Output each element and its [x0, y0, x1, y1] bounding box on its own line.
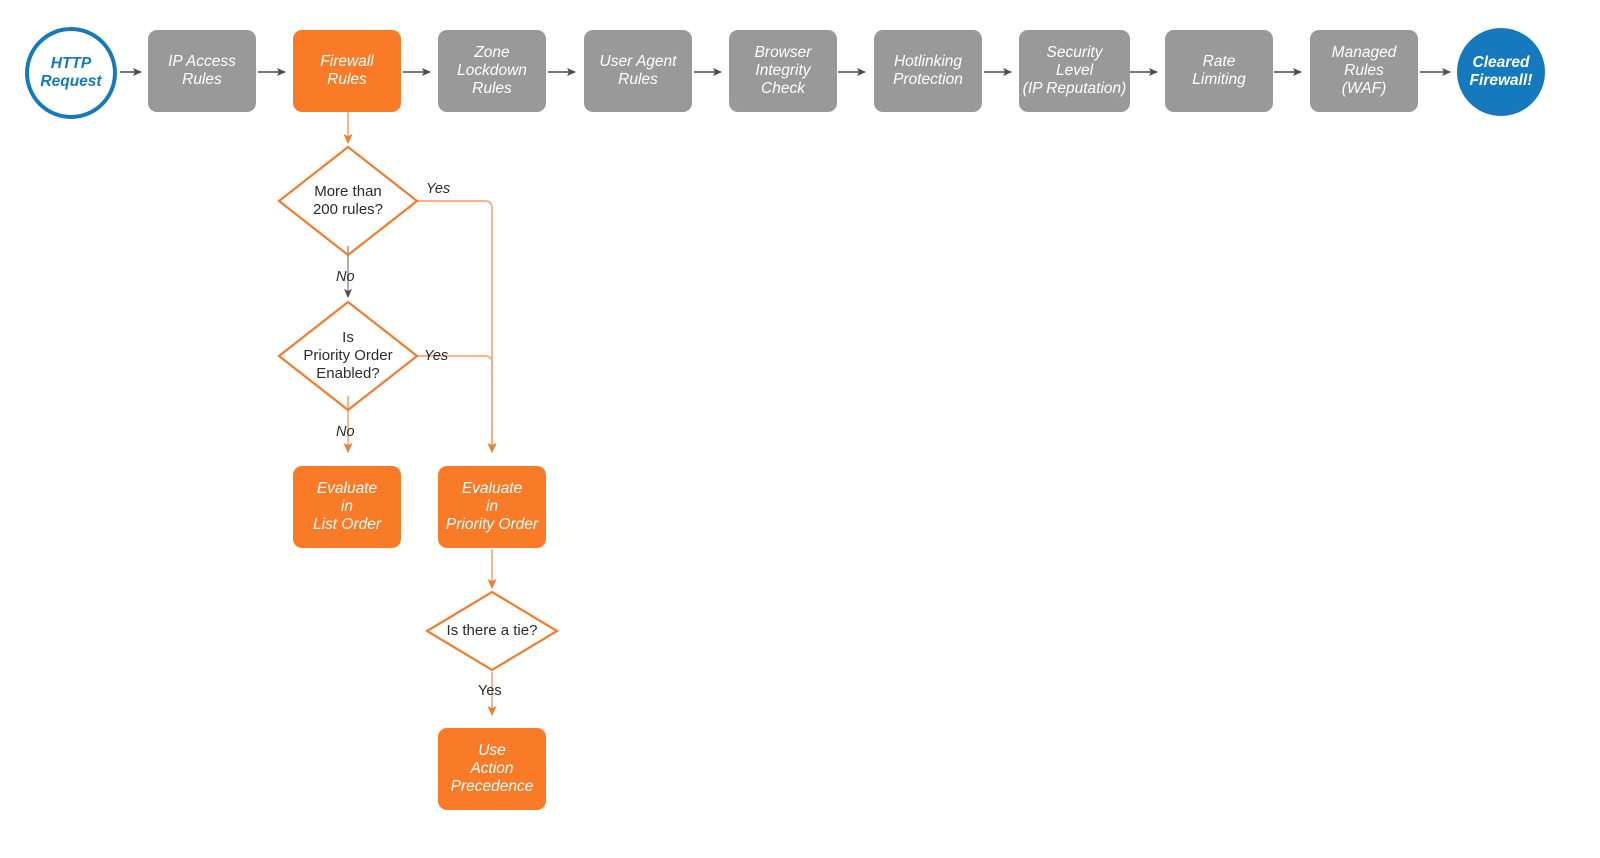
node-evaluate-in-list-order[interactable]: Evaluate in List Order: [293, 466, 401, 548]
decision-is-there-a-tie[interactable]: Is there a tie?: [427, 592, 557, 670]
node-cleared-firewall[interactable]: Cleared Firewall!: [1457, 28, 1545, 116]
node-ip-access-rules[interactable]: IP Access Rules: [148, 30, 256, 112]
node-label: IP Access Rules: [168, 52, 236, 88]
node-label: Hotlinking Protection: [893, 52, 963, 88]
node-label: Browser Integrity Check: [754, 43, 812, 98]
decision-label: Is there a tie?: [446, 622, 538, 640]
edge-label-no-more-than-200: No: [336, 269, 355, 285]
edge-label-yes-more-than-200: Yes: [426, 181, 451, 197]
node-label: Rate Limiting: [1192, 52, 1246, 88]
decision-more-than-200-rules[interactable]: More than 200 rules?: [279, 147, 417, 255]
node-label: HTTP Request: [40, 54, 102, 90]
node-hotlinking-protection[interactable]: Hotlinking Protection: [874, 30, 982, 112]
node-firewall-rules[interactable]: Firewall Rules: [293, 30, 401, 112]
edge-label-yes-is-there-a-tie: Yes: [478, 683, 502, 699]
node-label: User Agent Rules: [599, 52, 677, 88]
decision-label: Is Priority Order Enabled?: [303, 329, 393, 382]
node-label: Security Level (IP Reputation): [1022, 43, 1127, 98]
edge-label-yes-priority-order: Yes: [424, 348, 449, 364]
node-browser-integrity-check[interactable]: Browser Integrity Check: [729, 30, 837, 112]
decision-label: More than 200 rules?: [312, 183, 384, 218]
node-label: Evaluate in List Order: [312, 479, 382, 534]
node-managed-rules-waf[interactable]: Managed Rules (WAF): [1310, 30, 1418, 112]
node-label: Managed Rules (WAF): [1331, 43, 1397, 98]
node-label: Firewall Rules: [320, 52, 374, 88]
node-use-action-precedence[interactable]: Use Action Precedence: [438, 728, 546, 810]
node-security-level[interactable]: Security Level (IP Reputation): [1019, 30, 1130, 112]
node-rate-limiting[interactable]: Rate Limiting: [1165, 30, 1273, 112]
node-zone-lockdown-rules[interactable]: Zone Lockdown Rules: [438, 30, 546, 112]
node-label: Zone Lockdown Rules: [457, 43, 527, 98]
node-evaluate-in-priority-order[interactable]: Evaluate in Priority Order: [438, 466, 546, 548]
node-label: Cleared Firewall!: [1469, 53, 1533, 89]
edge-label-no-priority-order: No: [336, 424, 355, 440]
node-http-request[interactable]: HTTP Request: [25, 27, 117, 119]
decision-priority-order-enabled[interactable]: Is Priority Order Enabled?: [279, 302, 417, 410]
node-label: Use Action Precedence: [450, 741, 534, 796]
node-label: Evaluate in Priority Order: [445, 479, 539, 534]
node-user-agent-rules[interactable]: User Agent Rules: [584, 30, 692, 112]
